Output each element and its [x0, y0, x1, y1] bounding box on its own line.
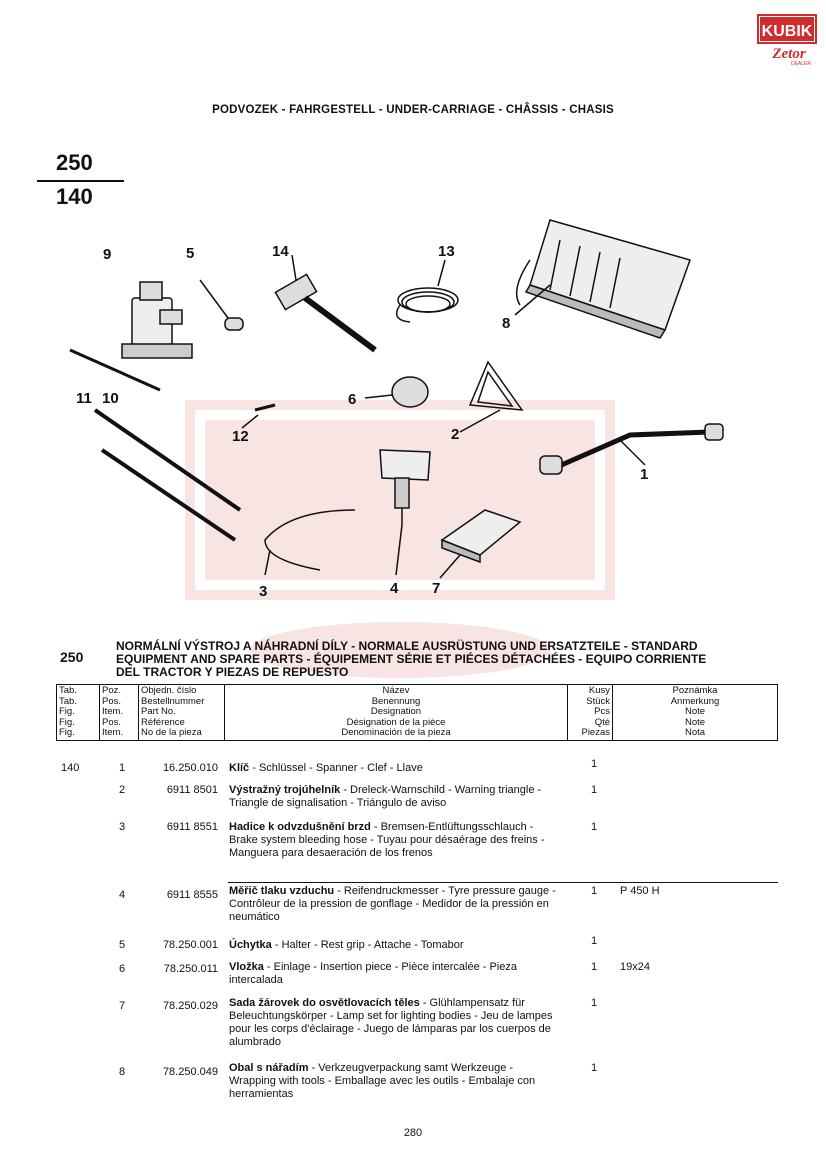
row-quantity: 1: [590, 997, 598, 1009]
row-designation: Úchytka - Halter - Rest grip - Attache -…: [229, 939, 464, 951]
row-tab: 140: [61, 762, 80, 774]
row-quantity: 1: [590, 935, 598, 947]
parts-table-header: Tab.Tab.Fig.Fig.Fig. Poz.Pos.Item.Pos.It…: [56, 684, 778, 741]
callout-6: 6: [348, 391, 357, 408]
grip-wire: [264, 509, 356, 576]
row-part-number: 6911 8555: [166, 889, 218, 901]
row-quantity: 1: [590, 784, 598, 796]
row-part-number: 6911 8551: [166, 821, 218, 833]
insertion-piece: [364, 376, 429, 408]
row-designation: Vložka - Einlage - Insertion piece - Piè…: [229, 961, 517, 986]
callout-13: 13: [438, 243, 455, 260]
row-part-number: 78.250.049: [162, 1066, 218, 1078]
callout-10: 10: [102, 390, 119, 407]
row-designation: Klíč - Schlüssel - Spanner - Clef - Llav…: [229, 762, 423, 774]
page-number: 280: [403, 1127, 423, 1139]
row-position: 5: [118, 939, 126, 951]
row-part-number: 6911 8501: [166, 784, 218, 796]
row-position: 6: [118, 963, 126, 975]
tyre-levers: [93, 408, 242, 542]
row-position: 8: [118, 1066, 126, 1078]
row-designation: Hadice k odvzdušnění brzd - Bremsen-Entl…: [229, 821, 545, 859]
section-number: 250: [60, 649, 84, 665]
row-position: 4: [118, 889, 126, 901]
callout-5: 5: [186, 245, 195, 262]
col-tab: Tab.Tab.Fig.Fig.Fig.: [56, 684, 100, 741]
row-quantity: 1: [590, 758, 598, 770]
row-separator: [228, 882, 778, 883]
group-number-top: 250: [56, 150, 93, 175]
row-designation: Výstražný trojúhelník - Dreleck-Warnschi…: [229, 784, 542, 809]
svg-text:DEALER: DEALER: [791, 61, 811, 66]
callout-14: 14: [272, 243, 289, 260]
row-position: 2: [118, 784, 126, 796]
lamp-set-box: [439, 509, 522, 579]
callout-1: 1: [640, 466, 649, 483]
row-part-number: 16.250.010: [162, 762, 218, 774]
row-position: 7: [118, 1000, 126, 1012]
row-note: P 450 H: [620, 885, 660, 897]
callout-4: 4: [390, 580, 399, 597]
callout-8: 8: [502, 315, 511, 332]
row-note: 19x24: [620, 961, 650, 973]
tool-bag: [514, 219, 691, 339]
group-divider: [37, 180, 124, 182]
kubik-zetor-logo: KUBIK Zetor DEALER: [757, 14, 817, 67]
callout-11: 11: [76, 390, 92, 407]
row-part-number: 78.250.029: [162, 1000, 218, 1012]
section-title: NORMÁLNÍ VÝSTROJ A NÁHRADNÍ DÍLY - NORMA…: [116, 640, 766, 679]
pins: [241, 403, 276, 429]
section-title-line: DEL TRACTOR Y PIEZAS DE REPUESTO: [116, 665, 349, 679]
hydraulic-jack: [69, 281, 193, 392]
row-quantity: 1: [590, 961, 598, 973]
row-quantity: 1: [590, 1062, 598, 1074]
callout-12: 12: [232, 428, 249, 445]
section-title-line: EQUIPMENT AND SPARE PARTS - ÉQUIPEMENT S…: [116, 652, 707, 666]
rest-grip: [199, 279, 244, 331]
pressure-gauge: [379, 449, 431, 576]
page-header: PODVOZEK - FAHRGESTELL - UNDER-CARRIAGE …: [212, 104, 614, 116]
row-part-number: 78.250.001: [162, 939, 218, 951]
callout-2: 2: [451, 426, 460, 443]
callout-9: 9: [103, 246, 112, 263]
row-part-number: 78.250.011: [163, 963, 218, 975]
warning-triangle: [459, 360, 524, 433]
hammer: [274, 254, 377, 353]
col-position: Poz.Pos.Item.Pos.Item.: [99, 684, 139, 741]
wheel-wrench: [539, 423, 724, 475]
row-designation: Sada žárovek do osvětlovacích těles - Gl…: [229, 997, 553, 1048]
svg-text:Zetor: Zetor: [771, 46, 805, 62]
group-number-bottom: 140: [56, 184, 93, 209]
row-designation: Měřič tlaku vzduchu - Reifendruckmesser …: [229, 885, 556, 923]
row-position: 1: [118, 762, 126, 774]
bleeding-hose: [395, 259, 459, 323]
callout-7: 7: [432, 580, 441, 597]
row-quantity: 1: [590, 885, 598, 897]
row-designation: Obal s nářadím - Verkzeugverpackung samt…: [229, 1062, 536, 1100]
equipment-illustration: [69, 219, 724, 579]
row-quantity: 1: [590, 821, 598, 833]
svg-text:KUBIK: KUBIK: [762, 23, 813, 40]
row-position: 3: [118, 821, 126, 833]
callout-3: 3: [259, 583, 268, 600]
section-title-line: NORMÁLNÍ VÝSTROJ A NÁHRADNÍ DÍLY - NORMA…: [116, 639, 698, 653]
